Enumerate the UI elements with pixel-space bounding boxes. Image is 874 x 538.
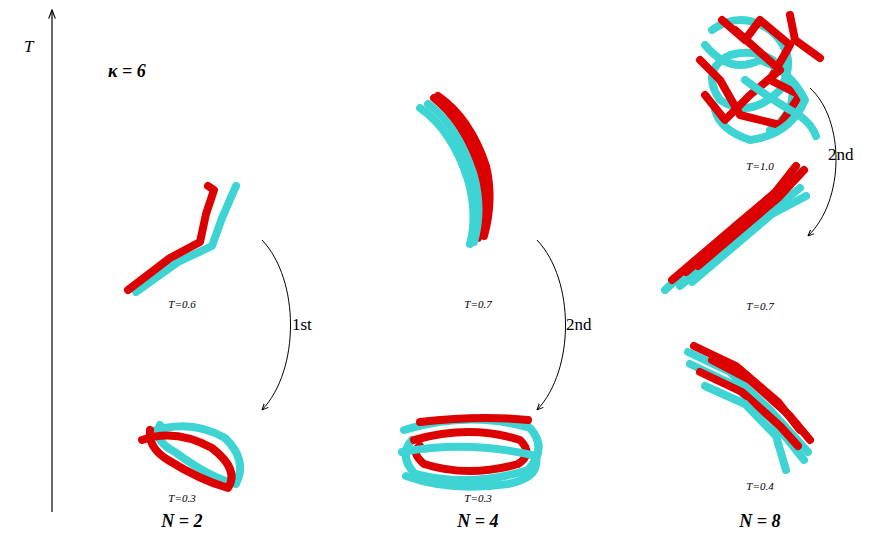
- parameter-label: κ = 6: [108, 62, 146, 82]
- temperature-label: T=0.7: [464, 298, 491, 310]
- size-label: N = 4: [457, 512, 498, 532]
- chain-snapshot: [420, 96, 490, 244]
- transition-order: 2nd: [566, 316, 592, 335]
- size-label: N = 2: [161, 512, 202, 532]
- temperature-axis: [51, 10, 52, 512]
- transition-order: 2nd: [828, 146, 854, 165]
- transition-arrow: [262, 240, 291, 410]
- chain-snapshot: [128, 186, 236, 292]
- temperature-label: T=0.3: [168, 492, 195, 504]
- temperature-label: T=0.4: [746, 480, 773, 492]
- chain-snapshot: [700, 15, 820, 140]
- temperature-label: T=0.6: [168, 298, 195, 310]
- size-label: N = 8: [739, 512, 780, 532]
- chain-snapshot: [402, 418, 539, 487]
- temperature-label: T=1.0: [746, 160, 773, 172]
- chain-snapshot: [665, 166, 806, 290]
- temperature-label: T=0.7: [746, 300, 773, 312]
- temperature-label: T=0.3: [464, 492, 491, 504]
- chain-snapshot: [688, 346, 810, 470]
- chain-snapshot: [142, 425, 240, 488]
- transition-order: 1st: [292, 316, 312, 335]
- axis-label: T: [24, 38, 33, 57]
- transition-arrow: [537, 240, 566, 410]
